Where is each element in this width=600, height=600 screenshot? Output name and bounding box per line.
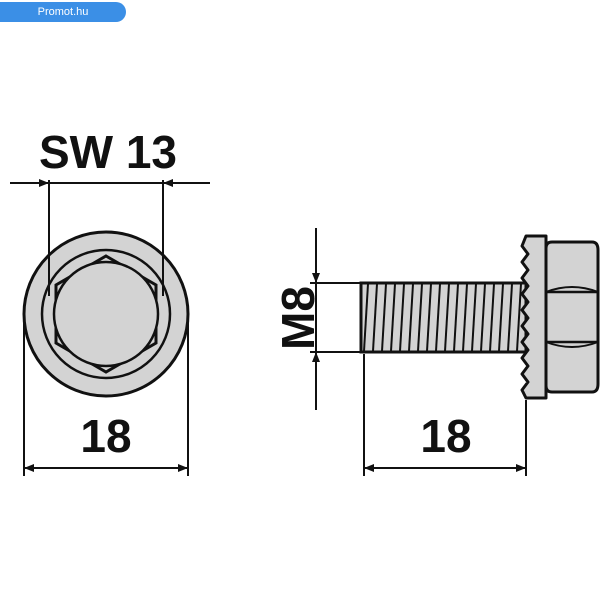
sw-label: SW 13: [39, 126, 177, 178]
thread-dimension: M8: [272, 228, 361, 410]
length-label: 18: [420, 410, 471, 462]
thread-lines: [363, 283, 522, 352]
watermark-text: Promot.hu: [37, 6, 89, 18]
head-end-view: [22, 230, 190, 398]
sw-dimension: SW 13: [10, 126, 210, 296]
watermark-badge: Promot.hu: [0, 2, 126, 22]
serrated-flange: [520, 234, 548, 400]
hex-head-side: [544, 240, 600, 394]
flange-dimension: 18: [23, 318, 189, 476]
bolt-side-view: [359, 234, 600, 400]
length-dimension: 18: [363, 354, 527, 476]
flange-label: 18: [80, 410, 131, 462]
thread-label: M8: [272, 286, 324, 350]
hex-chamfer-circle: [52, 260, 160, 368]
